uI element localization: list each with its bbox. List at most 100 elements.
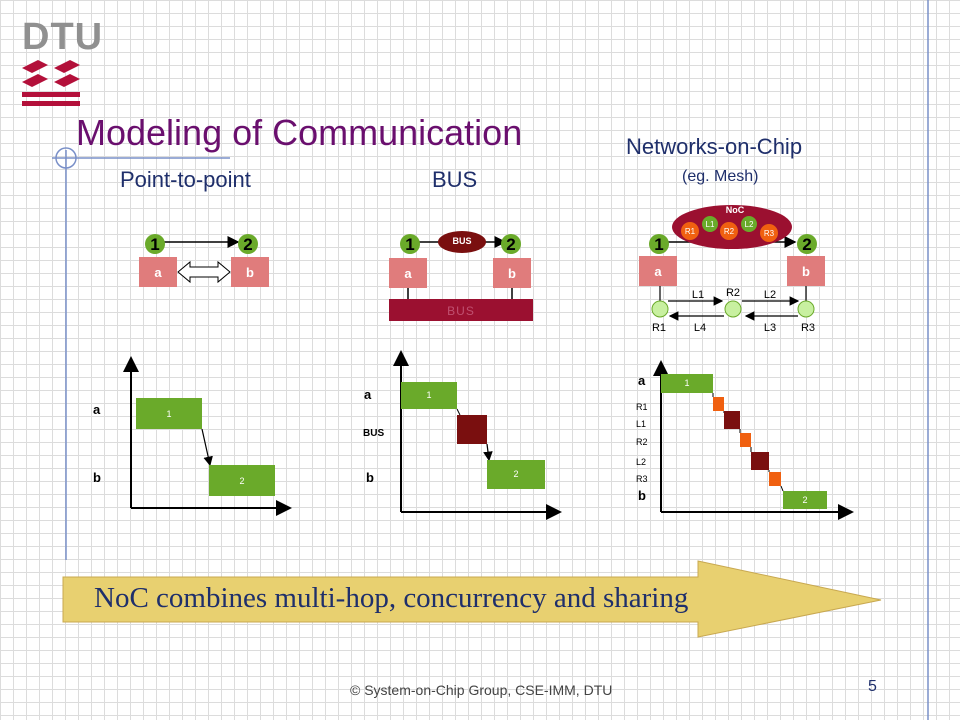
noc-link-l1: L1 — [692, 289, 704, 301]
noc-timing-l2-hop — [751, 452, 769, 470]
noc-timing-row-r1: R1 — [636, 402, 648, 412]
noc-timing-row-l2: L2 — [636, 457, 646, 467]
bus-node-a-label: a — [404, 266, 412, 281]
p2p-timing-row-a: a — [93, 402, 101, 417]
noc-cloud-r1 — [681, 222, 699, 240]
noc-node-b — [787, 256, 825, 286]
noc-link-l2: L2 — [764, 289, 776, 301]
noc-node-2-label: 2 — [802, 235, 811, 254]
noc-timing-r1-hop — [713, 397, 724, 411]
noc-cloud-l1 — [702, 216, 718, 232]
footer-text: © System-on-Chip Group, CSE-IMM, DTU — [350, 682, 613, 698]
p2p-diagram: 1 2 a b — [139, 234, 269, 287]
noc-cloud-r2 — [720, 222, 738, 240]
bus-timing-row-b: b — [366, 470, 374, 485]
dtu-logo-icon — [22, 60, 80, 106]
bus-timing-block-1-label: 1 — [426, 390, 431, 400]
noc-router-r3 — [797, 300, 815, 318]
noc-node-a — [639, 256, 677, 286]
noc-timing-block-2-label: 2 — [802, 495, 807, 505]
noc-heading: Networks-on-Chip — [626, 134, 803, 159]
noc-cloud-r1-label: R1 — [685, 227, 696, 236]
noc-link-r3: R3 — [801, 322, 815, 334]
bus-node-b — [493, 258, 531, 288]
bus-timing-chart: a BUS b 1 2 — [363, 350, 562, 520]
bus-diagram: BUS 1 2 a b BUS — [389, 231, 533, 321]
noc-cloud-l2 — [741, 216, 757, 232]
noc-router-r1 — [651, 300, 669, 318]
noc-link-l3: L3 — [764, 322, 776, 334]
bus-node-b-label: b — [508, 266, 516, 281]
bus-timing-row-a: a — [364, 387, 372, 402]
bus-bar-label: BUS — [447, 304, 475, 318]
bus-node-1-badge — [400, 234, 420, 254]
noc-router-r2 — [724, 300, 742, 318]
noc-cloud-l1-label: L1 — [706, 220, 715, 229]
noc-timing-l1-hop — [724, 411, 740, 429]
page-number: 5 — [868, 678, 877, 695]
p2p-double-arrow — [177, 260, 231, 284]
p2p-timing-block-1 — [136, 398, 202, 429]
slide-title: Modeling of Communication — [76, 112, 523, 153]
noc-timing-block-1 — [661, 374, 713, 393]
bus-timing-bus-block — [457, 415, 487, 444]
p2p-heading: Point-to-point — [120, 167, 251, 192]
bus-timing-block-1 — [401, 382, 457, 409]
noc-link-l4: L4 — [694, 322, 706, 334]
noc-node-b-label: b — [802, 264, 810, 279]
bus-timing-block-2-label: 2 — [513, 469, 518, 479]
noc-timing-r3-hop — [769, 472, 781, 486]
bus-node-a — [389, 258, 427, 288]
noc-timing-block-1-label: 1 — [684, 378, 689, 388]
p2p-timing-row-b: b — [93, 470, 101, 485]
p2p-timing-block-2 — [209, 465, 275, 496]
noc-timing-row-b: b — [638, 488, 646, 503]
p2p-node-a-label: a — [154, 265, 162, 280]
noc-node-2-badge — [797, 234, 817, 254]
bus-timing-block-2 — [487, 460, 545, 489]
p2p-node-1-label: 1 — [150, 235, 159, 254]
bus-ellipse — [438, 231, 486, 253]
noc-cloud-r3 — [760, 224, 778, 242]
p2p-node-a — [139, 257, 177, 287]
p2p-node-2-badge — [238, 234, 258, 254]
dtu-logo-text: DTU — [22, 16, 104, 58]
p2p-timing-block-1-label: 1 — [166, 409, 171, 419]
noc-node-1-label: 1 — [654, 235, 663, 254]
noc-subheading: (eg. Mesh) — [682, 168, 759, 185]
p2p-node-b-label: b — [246, 265, 254, 280]
p2p-node-2-label: 2 — [243, 235, 252, 254]
noc-cloud-l2-label: L2 — [745, 220, 754, 229]
noc-timing-row-r2: R2 — [636, 437, 648, 447]
bus-node-2-label: 2 — [506, 235, 515, 254]
noc-link-r2: R2 — [726, 287, 740, 299]
p2p-node-b — [231, 257, 269, 287]
bus-bar — [389, 299, 533, 321]
noc-timing-row-l1: L1 — [636, 419, 646, 429]
noc-link-r1: R1 — [652, 322, 666, 334]
bus-ellipse-label: BUS — [452, 236, 471, 246]
banner-text: NoC combines multi-hop, concurrency and … — [94, 582, 689, 614]
p2p-timing-chart: a b 1 2 — [93, 356, 292, 516]
bus-node-1-label: 1 — [405, 235, 414, 254]
noc-timing-block-2 — [783, 491, 827, 509]
noc-node-a-label: a — [654, 264, 662, 279]
noc-cloud-r2-label: R2 — [724, 227, 735, 236]
p2p-timing-block-2-label: 2 — [239, 476, 244, 486]
noc-node-1-badge — [649, 234, 669, 254]
bus-node-2-badge — [501, 234, 521, 254]
p2p-node-1-badge — [145, 234, 165, 254]
noc-timing-row-r3: R3 — [636, 474, 648, 484]
noc-timing-row-a: a — [638, 373, 646, 388]
noc-cloud-label: NoC — [726, 205, 745, 215]
bus-timing-row-bus: BUS — [363, 428, 384, 439]
noc-timing-r2-hop — [740, 433, 751, 447]
bus-heading: BUS — [432, 167, 478, 192]
noc-diagram: NoC R1 L1 R2 L2 R3 1 2 a b L1 R2 L2 R1 L… — [639, 205, 825, 334]
noc-cloud-r3-label: R3 — [764, 229, 775, 238]
noc-timing-chart: a R1 L1 R2 L2 R3 b 1 2 — [636, 360, 854, 520]
